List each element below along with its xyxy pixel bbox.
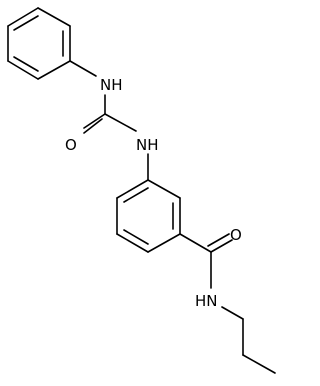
bond xyxy=(116,233,149,253)
bond xyxy=(242,354,276,374)
atom-nh-middle: NH xyxy=(136,136,159,154)
atom-nh-lower: HN xyxy=(195,292,218,310)
double-bond-inner xyxy=(123,187,149,203)
phenyl-ring xyxy=(7,7,71,80)
bond xyxy=(147,179,181,199)
bond xyxy=(210,239,233,253)
bond xyxy=(104,113,137,132)
double-bond-inner xyxy=(207,233,230,247)
benzamide-ring xyxy=(116,179,181,253)
bond xyxy=(37,60,71,80)
bond xyxy=(147,233,181,253)
atom-nh-upper: NH xyxy=(100,76,123,94)
double-bond-inner xyxy=(83,118,103,134)
bond xyxy=(116,179,149,199)
bond xyxy=(7,60,39,80)
double-bond-inner xyxy=(123,229,149,245)
bond xyxy=(69,60,97,77)
molecule-structure: NH O NH O HN xyxy=(7,7,276,374)
bond xyxy=(37,7,71,27)
bond xyxy=(179,233,212,253)
structure-canvas: NH O NH O HN xyxy=(7,7,276,374)
bond xyxy=(83,113,106,129)
bond xyxy=(221,306,244,320)
atom-o-urea: O xyxy=(65,136,77,154)
atom-o-amide: O xyxy=(230,226,242,244)
double-bond-inner xyxy=(13,15,39,31)
double-bond-inner xyxy=(13,56,39,72)
bond xyxy=(7,7,39,27)
